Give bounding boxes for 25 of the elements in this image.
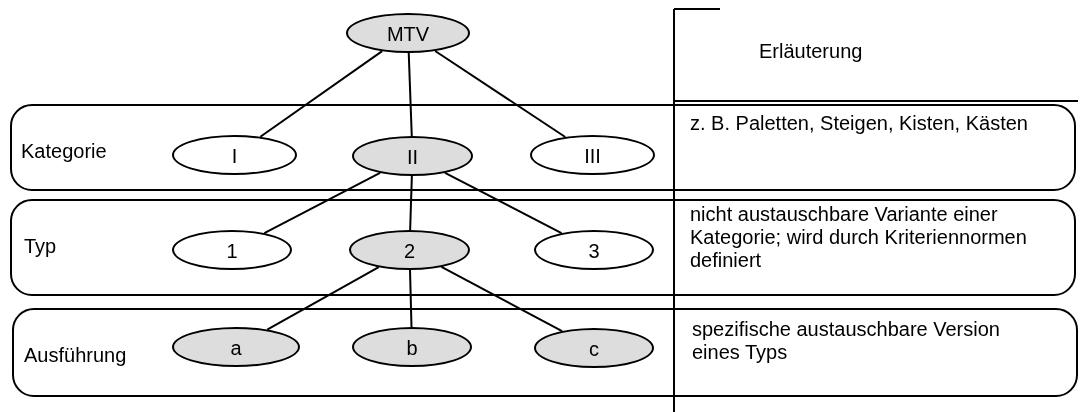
connector-line <box>407 52 413 137</box>
node-label-ellipse: I <box>172 135 297 175</box>
connector-line <box>409 175 413 231</box>
level-band <box>10 199 1076 296</box>
connector-line <box>259 50 384 138</box>
node-label-ellipse: 2 <box>349 230 470 270</box>
level-band <box>12 308 1078 397</box>
connector-line <box>434 50 567 138</box>
description-text: spezifische austauschbare Version eines Typs <box>692 318 1001 364</box>
level-label: Kategorie <box>21 140 107 162</box>
description-text: nicht austauschbare Variante einer Kategorie; wird durch Kriteriennormen definiert <box>690 203 1028 272</box>
node-label-ellipse: c <box>534 328 654 368</box>
node-label-ellipse: III <box>530 135 655 175</box>
node-label-ellipse: 3 <box>534 230 654 270</box>
level-band <box>10 104 1076 191</box>
level-label: Ausführung <box>24 344 127 366</box>
node-label-ellipse: a <box>172 327 300 367</box>
node-label-ellipse: II <box>352 136 473 176</box>
node-label-ellipse: b <box>352 327 472 367</box>
description-text: z. B. Paletten, Steigen, Kisten, Kästen <box>690 111 1029 136</box>
node-label-ellipse: 1 <box>172 230 292 270</box>
level-label: Typ <box>24 235 57 257</box>
node-label-ellipse: MTV <box>346 13 470 53</box>
connector-line <box>409 269 413 328</box>
column-heading: Erläuterung <box>759 40 863 63</box>
